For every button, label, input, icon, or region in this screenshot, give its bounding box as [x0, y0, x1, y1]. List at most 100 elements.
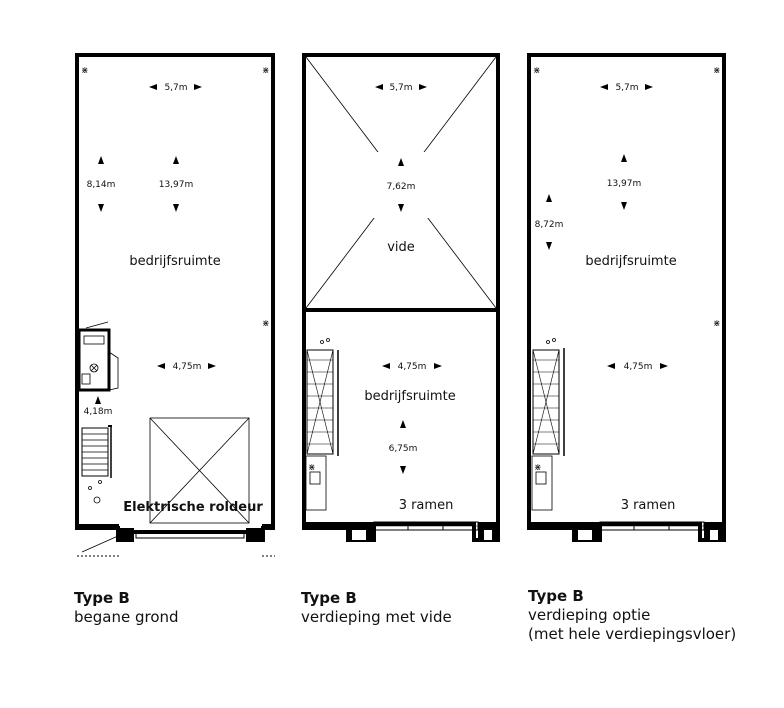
- outlet-icon: ⋇: [308, 463, 316, 473]
- dim-arrow-left: [600, 84, 608, 90]
- outlet-icon: [320, 340, 324, 344]
- staircase: [81, 425, 112, 478]
- plan-verdieping-optie: ⋇ ⋇ ⋇ ⋇ 5,7m 13,97m 8,72m bedrijfsruimte…: [527, 53, 726, 542]
- dim-width-mid: 4,75m: [398, 362, 427, 372]
- outlet-icon: [552, 338, 556, 342]
- dim-arrow-down: [173, 204, 179, 212]
- dim-depth-small: 8,72m: [535, 220, 564, 230]
- dim-arrow-left: [382, 363, 390, 369]
- caption-line: (met hele verdiepingsvloer): [528, 625, 737, 643]
- dim-arrow-up: [173, 156, 179, 164]
- dim-arrow-left: [157, 363, 165, 369]
- room-label: bedrijfsruimte: [585, 254, 676, 269]
- wall-pier: [352, 530, 366, 540]
- dim-arrow-left: [375, 84, 383, 90]
- wall-pier: [527, 522, 572, 530]
- label-backdrop: [378, 234, 424, 256]
- wall-pier: [302, 522, 346, 530]
- wall-pier: [246, 528, 264, 542]
- staircase: [532, 348, 565, 456]
- outlet-icon: ⋇: [262, 319, 270, 329]
- wall-pier: [578, 530, 592, 540]
- dim-arrow-up: [95, 396, 101, 404]
- dim-arrow-down: [98, 204, 104, 212]
- wall-pier: [116, 528, 134, 542]
- dim-depth-total: 13,97m: [607, 179, 642, 189]
- outer-wall: [527, 53, 726, 542]
- meter-icon: [93, 496, 101, 504]
- plan-verdieping-met-vide: ⋇ 5,7m 7,62m vide 4,75m bedrijfsruimte 6…: [302, 53, 500, 542]
- kitchen-counter: [531, 455, 553, 511]
- dim-arrow-right: [645, 84, 653, 90]
- wall-pier: [75, 524, 119, 530]
- caption-line: begane grond: [74, 608, 179, 626]
- sink: [81, 373, 91, 385]
- dim-depth-room: 6,75m: [389, 444, 418, 454]
- dim-depth-small: 8,14m: [87, 180, 116, 190]
- dim-arrow-right: [660, 363, 668, 369]
- roll-door-zone: [149, 417, 250, 524]
- meter-icon: [98, 480, 102, 484]
- room-label: bedrijfsruimte: [129, 254, 220, 269]
- label-backdrop: [356, 78, 448, 98]
- dim-width-mid: 4,75m: [624, 362, 653, 372]
- caption-line: verdieping met vide: [301, 608, 452, 626]
- caption-verdieping-met-vide: Type B verdieping met vide: [301, 589, 452, 627]
- toilet-fixture: [89, 363, 99, 373]
- toilet-fixture: [83, 335, 105, 345]
- outlet-icon: ⋇: [533, 66, 541, 76]
- windows-label: 3 ramen: [399, 498, 454, 513]
- door-swing: [85, 321, 109, 329]
- dim-depth-vide: 7,62m: [387, 182, 416, 192]
- roll-door-zone: [149, 417, 250, 524]
- caption-title: Type B: [74, 589, 130, 607]
- dim-arrow-down: [621, 202, 627, 210]
- dim-arrow-down: [400, 466, 406, 474]
- dim-width-top: 5,7m: [615, 83, 638, 93]
- dim-arrow-down: [546, 242, 552, 250]
- outlet-icon: ⋇: [534, 463, 542, 473]
- door-label: Elektrische roldeur: [123, 500, 263, 515]
- outlet-icon: ⋇: [262, 66, 270, 76]
- dim-arrow-up: [621, 154, 627, 162]
- dim-arrow-right: [208, 363, 216, 369]
- dim-arrow-right: [194, 84, 202, 90]
- outlet-icon: ⋇: [713, 66, 721, 76]
- dim-width-top: 5,7m: [389, 83, 412, 93]
- caption-title: Type B: [528, 587, 584, 605]
- staircase: [306, 349, 339, 456]
- dim-width-mid: 4,75m: [173, 362, 202, 372]
- dim-arrow-left: [149, 84, 157, 90]
- caption-line: verdieping optie: [528, 606, 651, 624]
- door-swing: [108, 351, 119, 391]
- outlet-icon: [546, 340, 550, 344]
- caption-begane-grond: Type B begane grond: [74, 589, 179, 627]
- meter-icon: [88, 486, 92, 490]
- dim-arrow-up: [400, 420, 406, 428]
- outer-wall: [75, 53, 275, 542]
- sink: [309, 471, 321, 485]
- dim-arrow-right: [434, 363, 442, 369]
- dim-depth-extra: 4,18m: [84, 407, 113, 417]
- dim-depth-total: 13,97m: [159, 180, 194, 190]
- toilet-fixture: [90, 364, 98, 372]
- dim-arrow-up: [546, 194, 552, 202]
- door-swing: [81, 535, 119, 553]
- dim-arrow-right: [419, 84, 427, 90]
- dim-arrow-left: [607, 363, 615, 369]
- dim-arrow-up: [398, 158, 404, 166]
- dim-width-top: 5,7m: [164, 83, 187, 93]
- vide-label: vide: [387, 240, 415, 255]
- toilet-room: [77, 328, 111, 392]
- dim-arrow-down: [398, 204, 404, 212]
- wall-pier: [262, 524, 275, 530]
- plan-begane-grond: ⋇ ⋇ ⋇ 5,7m 8,14m 13,97m bedrijfsruimte 4…: [75, 53, 275, 557]
- wall-pier: [710, 530, 718, 540]
- caption-title: Type B: [301, 589, 357, 607]
- dim-arrow-up: [98, 156, 104, 164]
- room-label: bedrijfsruimte: [364, 389, 455, 404]
- kitchen-counter: [305, 455, 327, 511]
- outlet-icon: ⋇: [81, 66, 89, 76]
- outlet-icon: [326, 338, 330, 342]
